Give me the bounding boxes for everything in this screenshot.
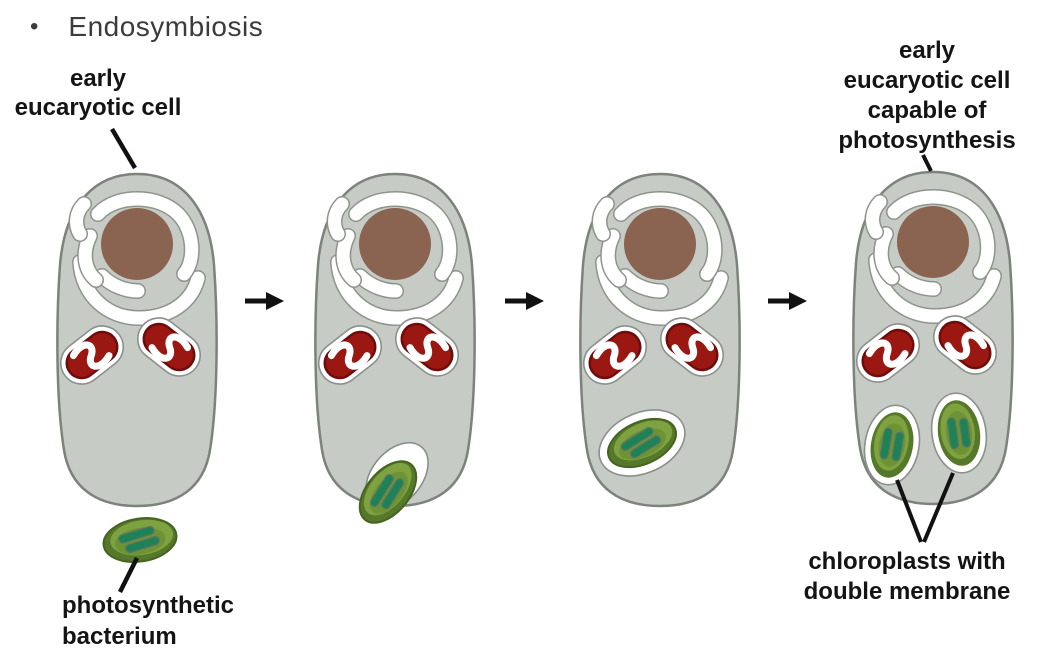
label-line: chloroplasts with bbox=[808, 548, 1006, 575]
leader-line-early-cell bbox=[110, 127, 137, 170]
label-line: photosynthesis bbox=[838, 127, 1016, 154]
leader-line-bacterium bbox=[117, 556, 140, 594]
leader-line-chloroplast-left bbox=[895, 479, 923, 543]
slide-title-row: • Endosymbiosis bbox=[30, 10, 263, 44]
label-line: early bbox=[69, 65, 127, 92]
leader-line-chloroplast-right bbox=[922, 472, 955, 543]
slide-title: Endosymbiosis bbox=[68, 11, 264, 42]
label-chloroplasts-double-membrane: chloroplasts with double membrane bbox=[782, 547, 1032, 607]
label-early-eucaryotic-cell: early eucaryotic cell bbox=[6, 64, 190, 122]
label-line: capable of bbox=[867, 97, 987, 124]
label-line: bacterium bbox=[62, 623, 177, 649]
cell-stage-3 bbox=[565, 172, 741, 508]
label-line: photosynthetic bbox=[62, 592, 234, 619]
leader-line-capable-cell bbox=[921, 154, 933, 172]
bullet-icon: • bbox=[30, 13, 39, 40]
cell-stage-2 bbox=[300, 172, 476, 535]
arrow-head-icon bbox=[266, 292, 284, 310]
arrow-head-icon bbox=[526, 292, 544, 310]
label-photosynthetic-bacterium: photosynthetic bacterium bbox=[62, 590, 322, 649]
label-line: eucaryotic cell bbox=[843, 67, 1011, 94]
label-line: eucaryotic cell bbox=[14, 94, 182, 121]
label-cell-capable-of-photosynthesis: early eucaryotic cell capable of photosy… bbox=[817, 36, 1037, 156]
label-line: early bbox=[898, 37, 956, 64]
stage-arrow-1 bbox=[245, 292, 284, 310]
label-line: double membrane bbox=[803, 578, 1011, 605]
stage-arrow-3 bbox=[768, 292, 807, 310]
arrow-head-icon bbox=[789, 292, 807, 310]
stage-arrow-2 bbox=[505, 292, 544, 310]
